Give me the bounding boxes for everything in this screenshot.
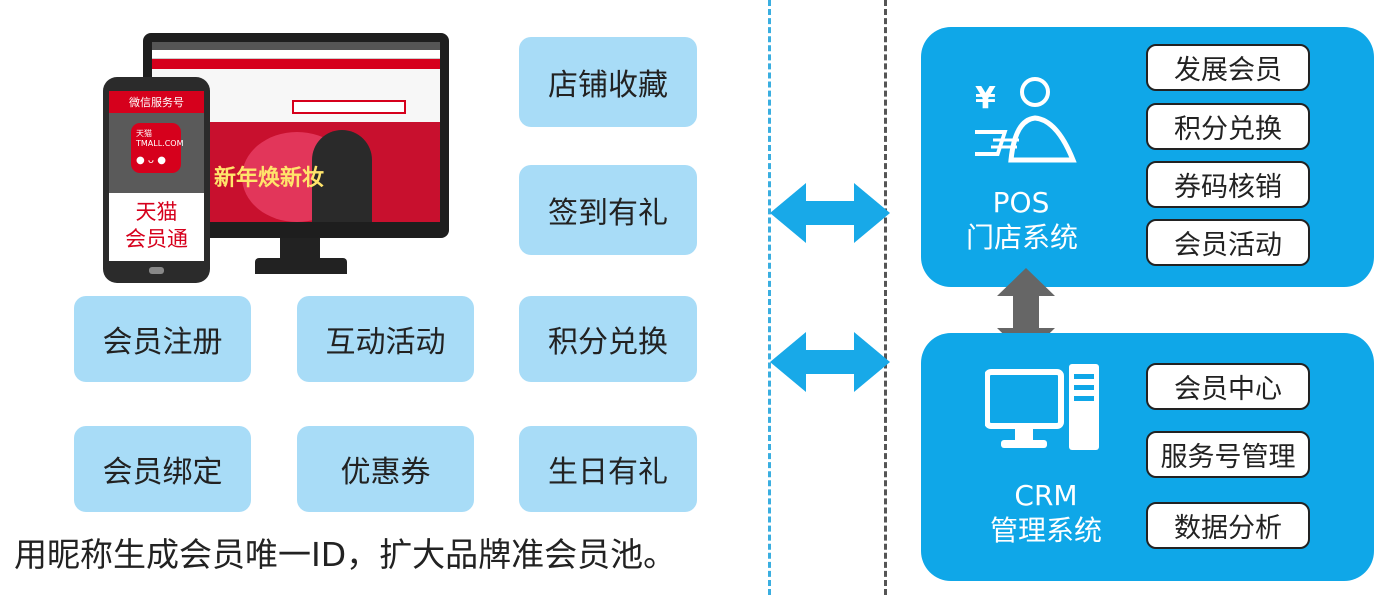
pos-item-member-activities: 会员活动 [1146,219,1310,266]
feature-tile-member-binding: 会员绑定 [74,426,251,512]
phone-label: 天猫会员通 [125,200,188,251]
feature-tile-birthday-gift: 生日有礼 [519,426,697,512]
feature-tile-member-register: 会员注册 [74,296,251,382]
feature-tile-checkin: 签到有礼 [519,165,697,255]
monitor-neck [280,238,320,260]
tagline: 用昵称生成会员唯一ID，扩大品牌准会员池。 [14,535,677,574]
feature-tile-points-exchange: 积分兑换 [519,296,697,382]
computer-icon [985,364,1099,450]
pos-item-coupon-redemption: 券码核销 [1146,161,1310,208]
pos-item-develop-members: 发展会员 [1146,44,1310,91]
phone-header: 微信服务号 [109,91,204,113]
crm-item-data-analysis: 数据分析 [1146,502,1310,549]
screen-search-box [292,100,406,114]
banner-text: 新年焕新妆 [214,166,325,191]
crm-item-service-account-management: 服务号管理 [1146,431,1310,478]
screen-nav-bar [152,59,440,69]
divider-right [884,0,887,595]
crm-item-member-center: 会员中心 [1146,363,1310,410]
sync-arrow-bottom [770,332,890,392]
divider-left [768,0,771,595]
feature-tile-shop-favorite: 店铺收藏 [519,37,697,127]
banner-person [312,130,372,222]
pos-item-points-exchange: 积分兑换 [1146,103,1310,150]
sync-arrow-top [770,183,890,243]
cashier-icon: ¥ [975,77,1077,163]
svg-text:¥: ¥ [975,81,996,116]
feature-tile-interactive-activity: 互动活动 [297,296,474,382]
feature-tile-coupon: 优惠券 [297,426,474,512]
monitor-base [255,258,347,274]
phone-home-button [149,267,164,274]
